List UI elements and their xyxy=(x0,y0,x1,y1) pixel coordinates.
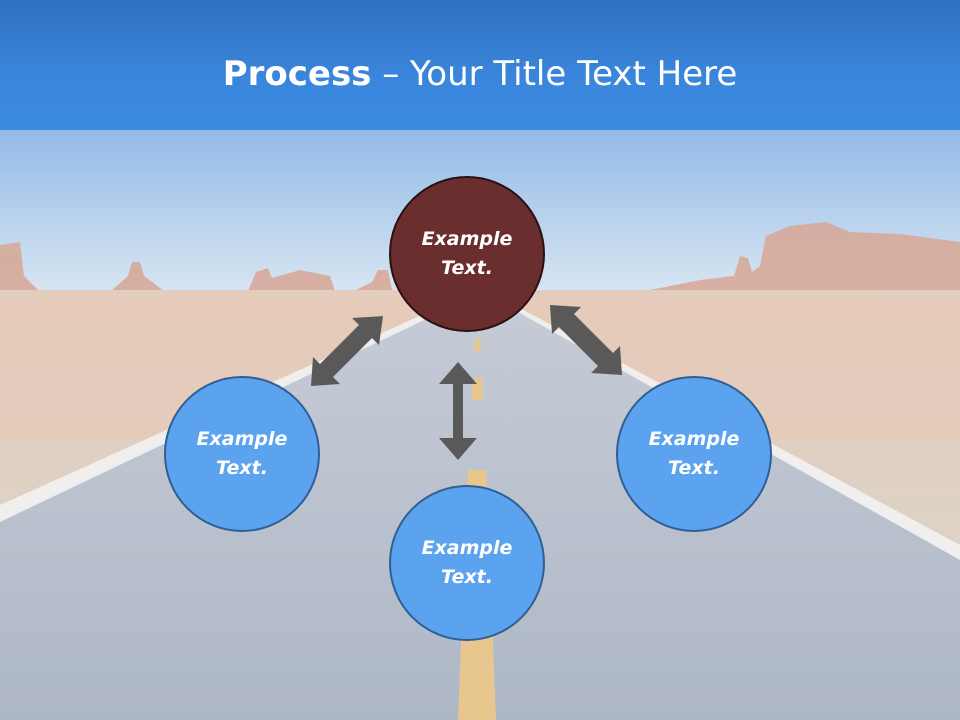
page-title: Process – Your Title Text Here xyxy=(0,50,960,98)
arrow-center-vertical xyxy=(439,362,477,460)
process-node-right[interactable]: Example Text. xyxy=(616,376,772,532)
node-bottom-text: Example Text. xyxy=(421,537,513,588)
node-right-text: Example Text. xyxy=(648,428,740,479)
title-rest-text: – Your Title Text Here xyxy=(371,54,738,94)
title-bar: Process – Your Title Text Here xyxy=(0,0,960,130)
process-node-top[interactable]: Example Text. xyxy=(389,176,545,332)
process-node-left[interactable]: Example Text. xyxy=(164,376,320,532)
title-bold-text: Process xyxy=(222,54,372,94)
node-left-text: Example Text. xyxy=(196,428,288,479)
arrow-top-left xyxy=(311,316,383,386)
arrow-top-right xyxy=(550,305,622,375)
mesas xyxy=(0,222,960,300)
node-top-text: Example Text. xyxy=(421,228,513,279)
process-node-bottom[interactable]: Example Text. xyxy=(389,485,545,641)
